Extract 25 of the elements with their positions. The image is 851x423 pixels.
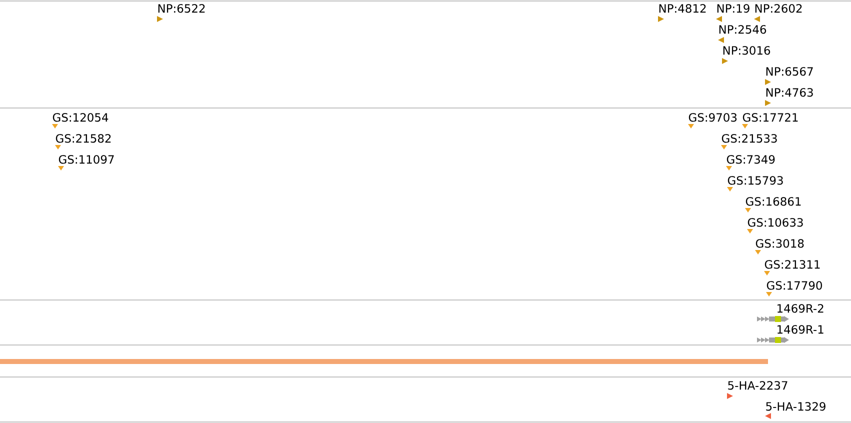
- feature-label: 5-HA-1329: [766, 402, 826, 411]
- feature-label: NP:6567: [766, 67, 813, 76]
- feature-label: GS:17790: [766, 281, 822, 290]
- feature-label: GS:12054: [52, 113, 108, 122]
- feature-label: GS:21533: [722, 134, 777, 143]
- feature-label: 1469R-2: [778, 304, 824, 313]
- feature-label: GS:7349: [726, 155, 775, 164]
- feature-label: GS:10633: [748, 218, 803, 227]
- feature-label: 5-HA-2237: [728, 381, 788, 390]
- feature-label: NP:3016: [723, 46, 770, 55]
- feature-label: NP:6522: [158, 4, 205, 13]
- feature-label: NP:2602: [755, 4, 802, 13]
- feature-label: NP:2546: [719, 25, 766, 34]
- feature-label: NP:19: [717, 4, 750, 13]
- feature-label: GS:3018: [756, 239, 804, 248]
- feature-label: GS:16861: [746, 197, 801, 206]
- feature-label: GS:15793: [728, 176, 783, 185]
- feature-label: 1469R-1: [778, 325, 824, 334]
- feature-label: GS:9703: [688, 113, 737, 122]
- feature-label: GS:21582: [56, 134, 111, 143]
- feature-label: GS:21311: [764, 260, 820, 269]
- feature-label: GS:11097: [58, 155, 114, 164]
- feature-label: NP:4812: [659, 4, 706, 13]
- feature-label: NP:4763: [766, 88, 813, 97]
- feature-label: GS:17721: [742, 113, 798, 122]
